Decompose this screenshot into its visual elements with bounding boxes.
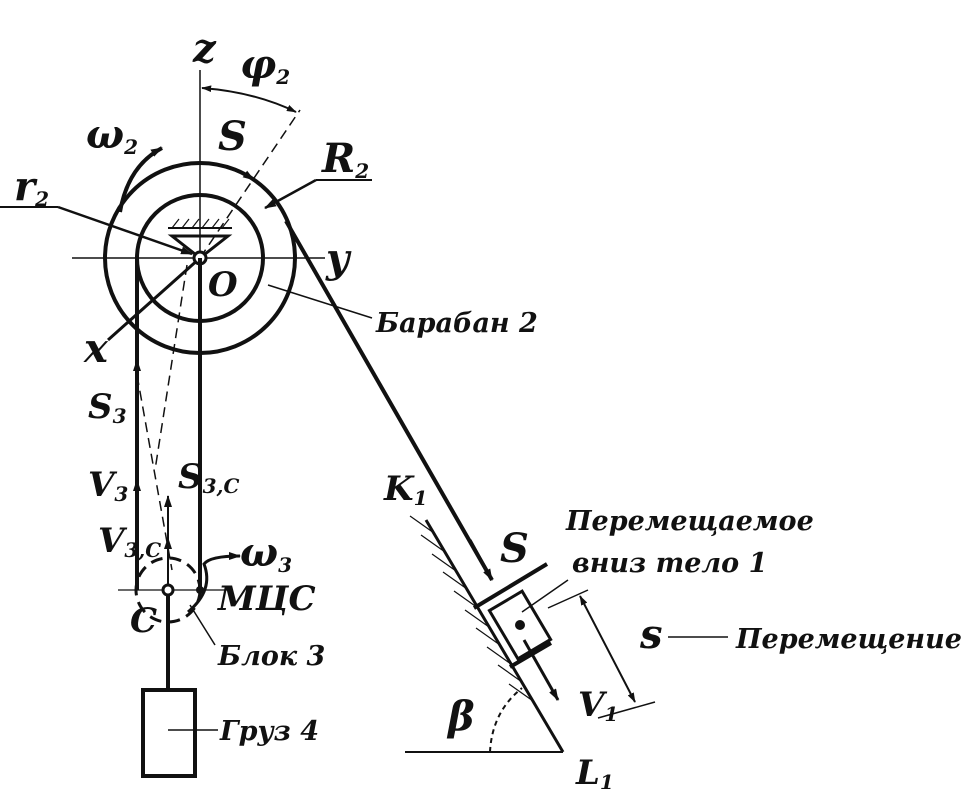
r2-small-arrow	[57, 205, 193, 256]
body-lower-line	[508, 641, 553, 669]
r2-big-arrow	[264, 178, 317, 210]
block-center-C	[161, 583, 175, 597]
phi-reference-line	[199, 109, 301, 259]
label-K1: K1	[383, 469, 427, 510]
omega2-arrow	[118, 146, 163, 213]
label-body-line2: вниз тело 1	[572, 548, 767, 579]
label-phi2: φ2	[240, 41, 290, 89]
label-R2: R2	[321, 135, 369, 183]
dashed-line-right	[154, 264, 188, 471]
label-z: z	[192, 25, 217, 72]
body-1-block	[487, 589, 553, 661]
label-O: O	[208, 265, 238, 305]
load-4-box	[141, 688, 197, 778]
incline-hatching	[409, 515, 534, 702]
V1-arrow	[522, 639, 560, 701]
label-displacement: Перемещение	[735, 624, 962, 655]
label-omega3: ω3	[240, 529, 292, 577]
rope-to-body	[284, 220, 494, 581]
label-V1: V1	[578, 685, 618, 726]
label-y: y	[325, 235, 352, 282]
label-S3: S3	[88, 387, 127, 428]
S-force-arrow	[468, 539, 494, 581]
displacement-dimension	[579, 595, 636, 703]
label-r2: r2	[14, 163, 49, 211]
body-center-dot	[515, 620, 525, 630]
block-label-leader	[189, 604, 216, 646]
label-S-mid: S	[500, 525, 529, 572]
body-label-leader	[521, 579, 569, 613]
drum-label-leader	[267, 284, 373, 319]
label-gruz: Груз 4	[219, 716, 319, 747]
instant-center-dot	[196, 586, 204, 594]
phi-angle-arc	[201, 85, 297, 113]
label-baraban: Барабан 2	[375, 308, 538, 339]
label-S-top: S	[218, 113, 247, 160]
label-blok: Блок 3	[217, 641, 325, 672]
label-body-line1: Перемещаемое	[565, 506, 814, 537]
label-S3C: S3,C	[178, 457, 239, 498]
body-base-line	[472, 562, 549, 610]
label-L1: L1	[575, 753, 614, 794]
beta-angle-arc	[489, 687, 523, 753]
omega3-arrow	[187, 552, 241, 614]
label-V3: V3	[88, 465, 128, 506]
displacement-ext-bottom	[597, 701, 656, 719]
label-beta: β	[446, 693, 475, 740]
label-V3C: V3,C	[98, 521, 161, 562]
displacement-ext-top	[547, 589, 589, 609]
label-C: C	[130, 601, 157, 641]
label-x: x	[83, 325, 109, 372]
label-mcs: МЦС	[217, 579, 316, 619]
label-omega2: ω2	[86, 111, 138, 159]
incline-surface	[424, 519, 565, 753]
label-s-disp: s	[639, 611, 663, 658]
s-arc-arrow	[213, 162, 255, 182]
